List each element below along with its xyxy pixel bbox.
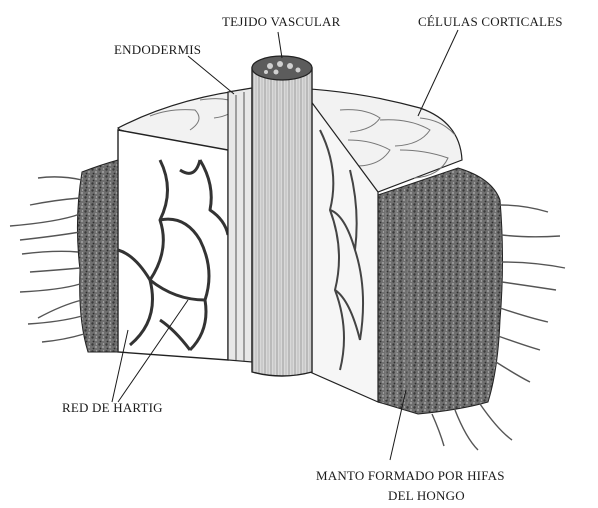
label-endodermis: ENDODERMIS bbox=[114, 42, 201, 57]
left-cortical-face bbox=[118, 130, 228, 360]
label-celulas-corticales: CÉLULAS CORTICALES bbox=[418, 14, 563, 29]
label-manto-line1: MANTO FORMADO POR HIFAS bbox=[316, 468, 505, 483]
label-manto-line2: DEL HONGO bbox=[388, 488, 465, 503]
label-tejido-vascular: TEJIDO VASCULAR bbox=[222, 14, 340, 29]
label-red-de-hartig: RED DE HARTIG bbox=[62, 400, 163, 415]
endodermis-layer bbox=[228, 88, 252, 362]
left-hyphae-strands bbox=[10, 177, 84, 342]
right-hyphal-mantle bbox=[378, 168, 503, 414]
left-hyphal-mantle bbox=[77, 160, 118, 352]
vascular-cylinder bbox=[252, 56, 312, 376]
